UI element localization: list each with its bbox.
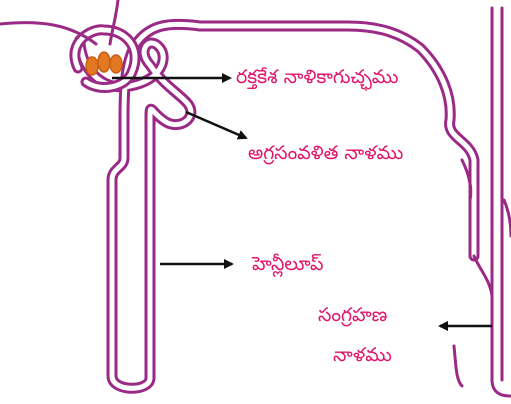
collecting-duct-label-line2: నాళము: [333, 344, 392, 366]
pointer-arrows: [112, 78, 492, 326]
proximal-tubule-label: అగ్రసంవళిత నాళము: [248, 142, 403, 164]
glomerulus-label: రక్తకేశ నాళికాగుచ్ఛము: [236, 66, 399, 88]
collecting-duct-label-line1: సంగ్రహణ: [318, 304, 387, 326]
capillary-loop: [110, 55, 122, 73]
collecting-duct: [454, 8, 511, 396]
capillary-loop: [86, 57, 98, 75]
arrow-proximal-tubule: [186, 112, 246, 138]
arterioles: [0, 0, 118, 44]
loop-of-henle-label: హెన్లీలూప్: [252, 253, 323, 275]
glomerulus-capillaries: [86, 52, 122, 75]
capillary-loop: [98, 52, 110, 72]
